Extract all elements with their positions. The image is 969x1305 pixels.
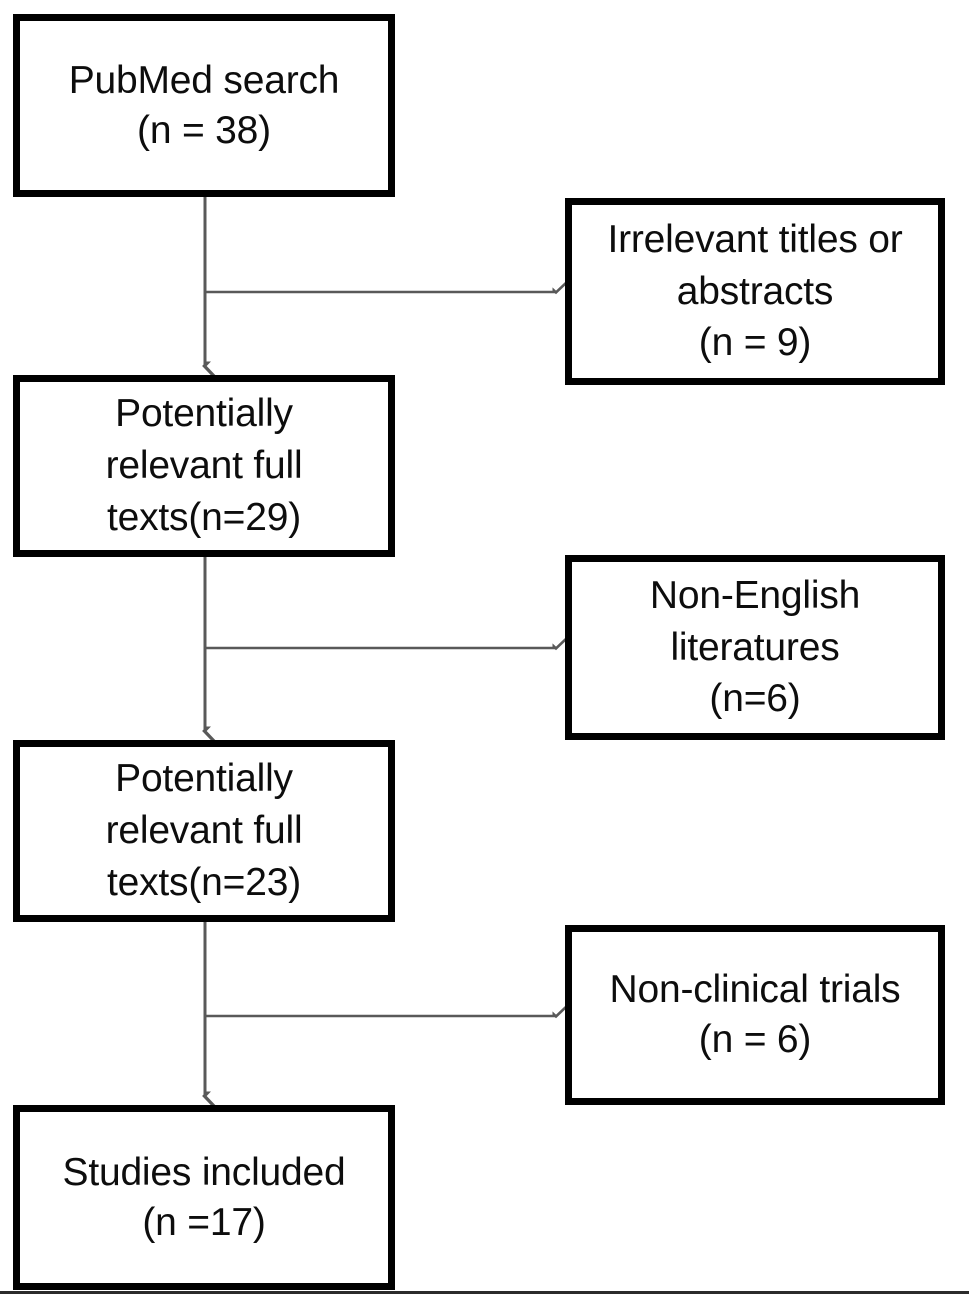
node-potentially-relevant-23-label: Potentially relevant full texts(n=23) bbox=[105, 757, 303, 904]
node-potentially-relevant-29-label: Potentially relevant full texts(n=29) bbox=[105, 392, 303, 539]
node-irrelevant-titles-or-abstracts: Irrelevant titles or abstracts (n = 9) bbox=[565, 198, 945, 385]
node-studies-included-label: Studies included (n =17) bbox=[62, 1150, 346, 1244]
node-non-clinical-trials-label: Non-clinical trials (n = 6) bbox=[609, 968, 901, 1061]
node-irrelevant-titles-or-abstracts-label: Irrelevant titles or abstracts (n = 9) bbox=[607, 217, 903, 365]
node-studies-included: Studies included (n =17) bbox=[13, 1105, 395, 1290]
node-non-english-literatures: Non-English literatures (n=6) bbox=[565, 555, 945, 740]
node-potentially-relevant-23: Potentially relevant full texts(n=23) bbox=[13, 740, 395, 922]
node-pubmed-search: PubMed search (n = 38) bbox=[13, 14, 395, 197]
node-non-clinical-trials: Non-clinical trials (n = 6) bbox=[565, 925, 945, 1105]
node-non-english-literatures-label: Non-English literatures (n=6) bbox=[649, 573, 861, 721]
bottom-divider bbox=[0, 1291, 969, 1294]
node-pubmed-search-label: PubMed search (n = 38) bbox=[68, 58, 340, 152]
node-potentially-relevant-29: Potentially relevant full texts(n=29) bbox=[13, 375, 395, 557]
